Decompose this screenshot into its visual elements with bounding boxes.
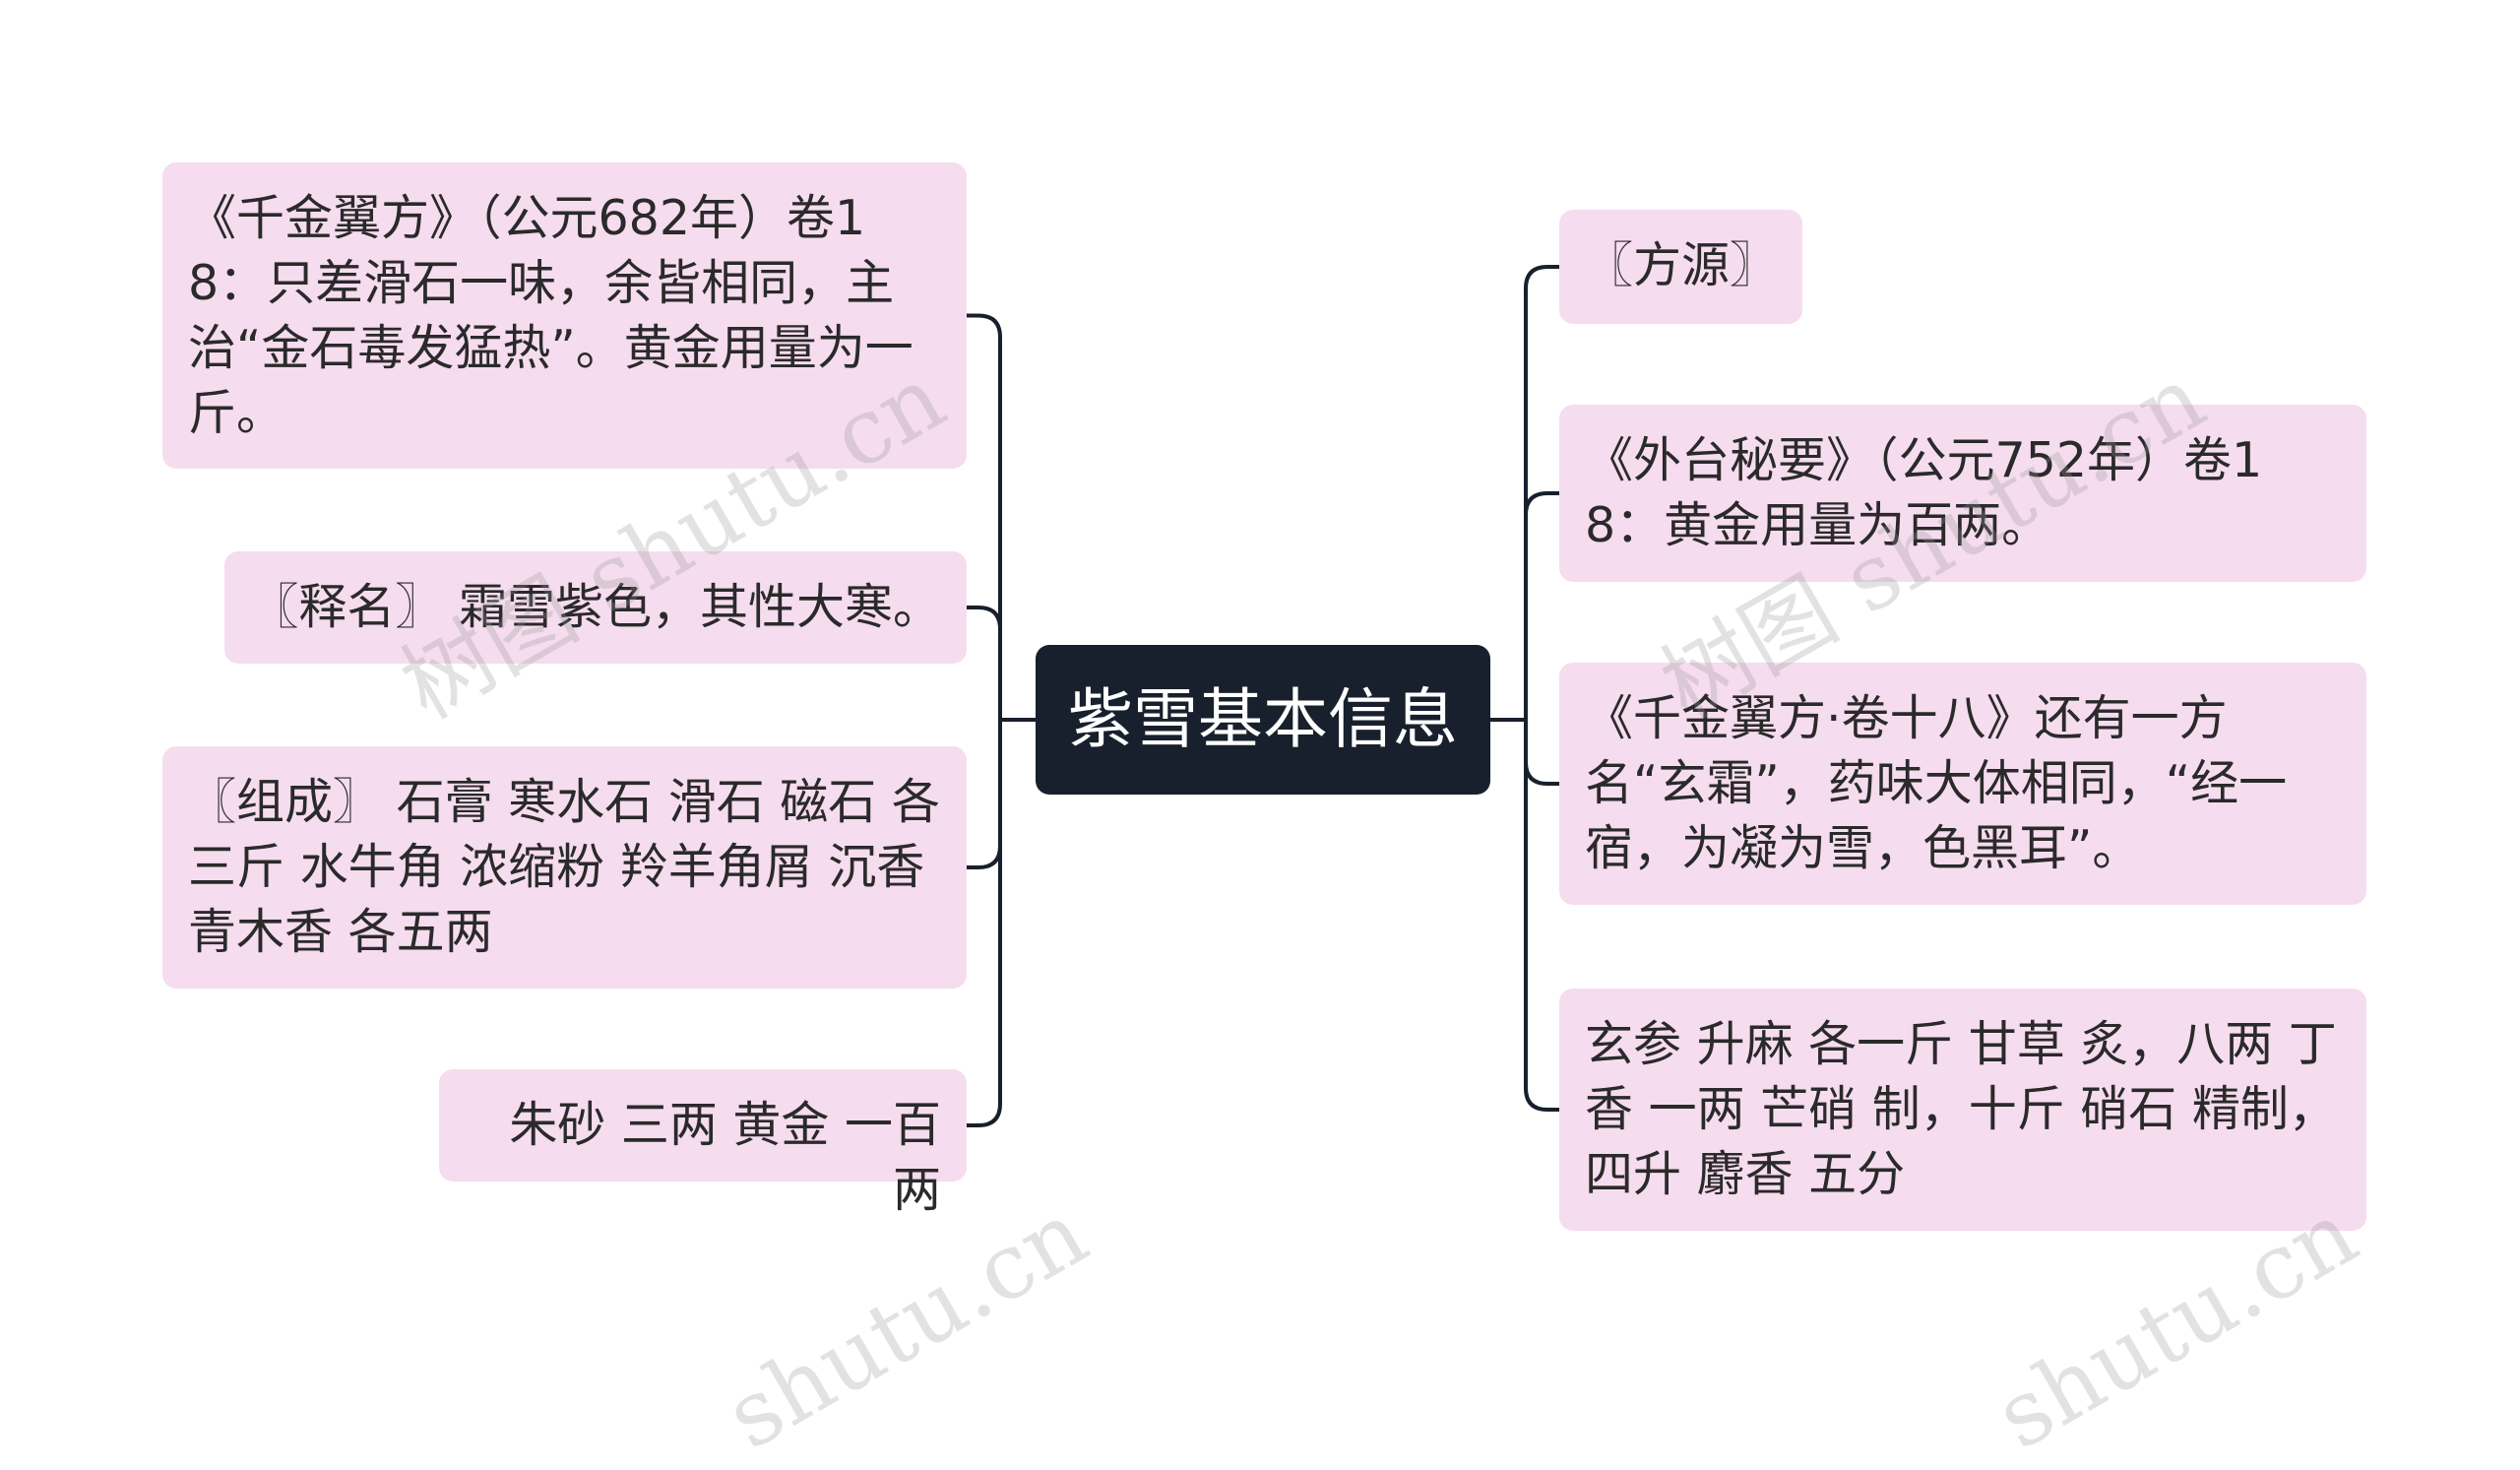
connector-right-1	[1524, 265, 1561, 722]
left-node-shiming[interactable]: 〖释名〗 霜雪紫色，其性大寒。	[224, 551, 967, 664]
connector-left-3	[965, 718, 1002, 869]
connector-left-2	[965, 606, 1002, 722]
root-node[interactable]: 紫雪基本信息	[1036, 645, 1490, 795]
connector-left-1	[965, 313, 1002, 722]
connector-left-4	[965, 718, 1002, 1127]
right-node-fangyuan[interactable]: 〖方源〗	[1559, 210, 1802, 324]
connector-right-4	[1524, 718, 1561, 1112]
connector-right-2	[1524, 491, 1561, 722]
right-node-xuanshuang[interactable]: 《千金翼方·卷十八》还有一方名“玄霜”，药味大体相同，“经一宿，为凝为雪，色黑耳…	[1559, 663, 2366, 905]
connector-lines	[965, 265, 1561, 1127]
right-node-xuanshen[interactable]: 玄参 升麻 各一斤 甘草 炙，八两 丁香 一两 芒硝 制，十斤 硝石 精制，四升…	[1559, 989, 2366, 1231]
left-node-zucheng[interactable]: 〖组成〗 石膏 寒水石 滑石 磁石 各三斤 水牛角 浓缩粉 羚羊角屑 沉香 青木…	[162, 746, 967, 989]
connector-right-3	[1524, 718, 1561, 786]
right-node-waitai-miyao[interactable]: 《外台秘要》（公元752年）卷18：黄金用量为百两。	[1559, 405, 2366, 582]
mindmap-canvas: 《千金翼方》（公元682年）卷18：只差滑石一味，余皆相同，主治“金石毒发猛热”…	[162, 162, 2374, 1470]
left-node-qianjin-yifang[interactable]: 《千金翼方》（公元682年）卷18：只差滑石一味，余皆相同，主治“金石毒发猛热”…	[162, 162, 967, 469]
left-node-zhusha[interactable]: 朱砂 三两 黄金 一百两	[439, 1069, 967, 1218]
